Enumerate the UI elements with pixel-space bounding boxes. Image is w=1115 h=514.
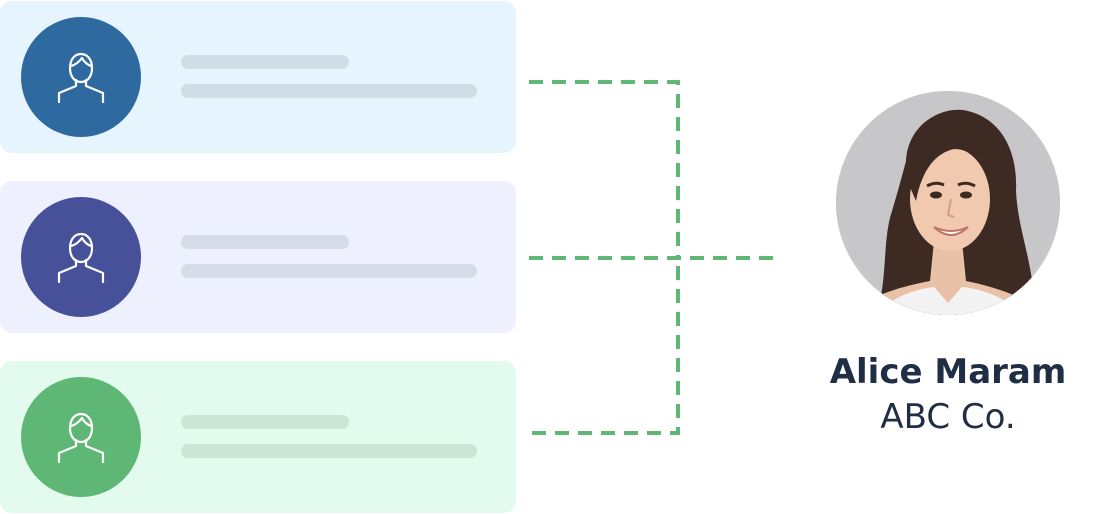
avatar-circle-3 [21, 377, 141, 497]
connector-from-card-3 [532, 258, 680, 435]
contact-card-2[interactable] [0, 181, 516, 333]
profile-photo [836, 91, 1060, 315]
person-name: Alice Maram [829, 352, 1067, 392]
placeholder-line-long [181, 84, 477, 98]
placeholder-line-long [181, 264, 477, 278]
user-outline-icon [57, 412, 105, 464]
user-outline-icon [57, 52, 105, 104]
placeholder-line-short [181, 55, 349, 69]
contact-card-3[interactable] [0, 361, 516, 513]
placeholder-line-short [181, 235, 349, 249]
avatar-circle-1 [21, 17, 141, 137]
contact-card-1[interactable] [0, 1, 516, 153]
avatar-circle-2 [21, 197, 141, 317]
placeholder-line-long [181, 444, 477, 458]
person-company: ABC Co. [880, 397, 1016, 437]
user-outline-icon [57, 232, 105, 284]
connector-from-card-1 [529, 80, 680, 258]
placeholder-line-short [181, 415, 349, 429]
